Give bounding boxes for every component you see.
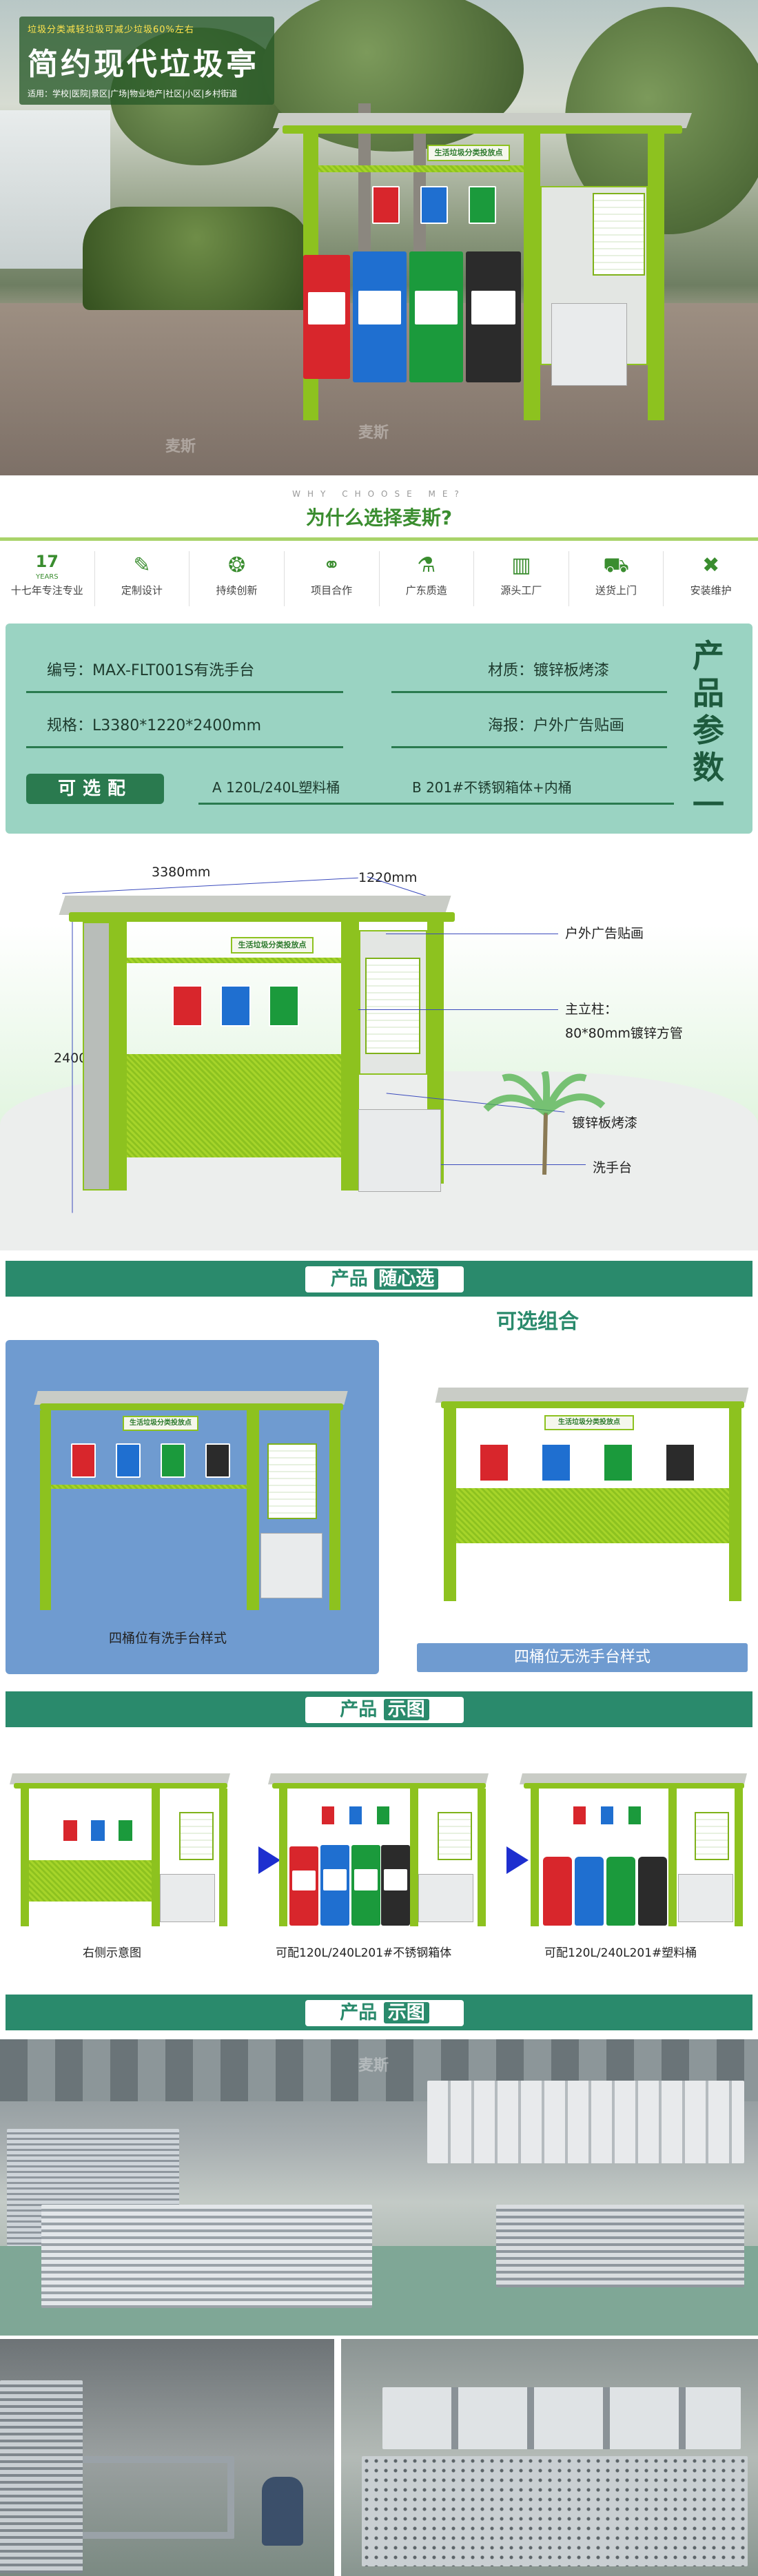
design-tools-icon: ✎ [133,553,151,577]
hero-kiosk-image: 生活垃圾分类投放点 [272,113,693,441]
section-header-photos: 产品 示图 [6,1995,752,2030]
hero-subtitle-top: 垃圾分类减轻垃圾可减少垃圾60%左右 [28,25,194,35]
wrench-icon: ✖ [702,553,720,577]
feature-design: ✎ 定制设计 [95,551,190,606]
feature-cooperation: ⚭ 项目合作 [285,551,380,606]
option-right-caption: 四桶位无洗手台样式 [417,1643,748,1672]
callout-material: 镀锌板烤漆 [572,1115,638,1131]
factory-photo-2 [0,2339,334,2576]
dim-length: 3380mm [152,865,211,880]
dimension-diagram: 3380mm 1220mm 2400mm 生活垃圾分类投放点 户外广告贴画 主立… [0,844,758,1250]
section-header-random: 产品 随心选 [6,1261,752,1297]
truck-icon: ⛟ [603,553,629,577]
feature-label: 送货上门 [595,584,637,597]
option-no-sink-image: 生活垃圾分类投放点 [435,1388,749,1601]
option-with-sink: 生活垃圾分类投放点 四桶位有洗手台样式 [6,1340,379,1674]
spec-material: 材质：镀锌板烤漆 [488,662,610,679]
showcase-kiosk-3 [520,1773,747,1929]
hedge [83,207,310,310]
section-header-showcase: 产品 示图 [6,1691,752,1727]
feature-label: 项目合作 [311,584,353,597]
hero-title-box: 垃圾分类减轻垃圾可减少垃圾60%左右 简约现代垃圾亭 适用：学校|医院|景区|广… [19,17,274,105]
option-left-caption: 四桶位有洗手台样式 [109,1631,227,1646]
feature-label: 广东质造 [405,584,447,597]
building-icon: ▥ [511,553,531,577]
hero-kiosk-sign: 生活垃圾分类投放点 [427,145,510,161]
feature-label: 定制设计 [121,584,163,597]
years-badge-icon: 17 YEARS [35,552,59,581]
why-divider-bar [0,537,758,541]
watermark: 麦斯 [358,2057,389,2074]
spec-vertical-title: 产 品 参 数 一 [693,637,724,823]
showcase-caption-3: 可配120L/240L201#塑料桶 [544,1946,697,1960]
spec-poster: 海报：户外广告贴画 [488,717,625,734]
hero-subtitle-bottom: 适用：学校|医院|景区|广场|物业地产|社区|小区|乡村街道 [28,89,238,99]
feature-label: 源头工厂 [500,584,542,597]
showcase-kiosk-1 [10,1773,230,1929]
callout-poster: 户外广告贴画 [565,926,644,941]
callout-pillar-spec: 80*80mm镀锌方管 [565,1026,683,1041]
factory-icon: ⚗ [417,553,436,577]
showcase-row: 右侧示意图 可配120L/240L201#不锈钢箱体 可配120L/240L20… [0,1740,758,1984]
option-b: B 201#不锈钢箱体+内桶 [412,779,572,796]
showcase-caption-1: 右侧示意图 [83,1946,141,1960]
feature-label: 持续创新 [216,584,258,597]
watermark: 麦斯 [358,424,389,442]
showcase-caption-2: 可配120L/240L201#不锈钢箱体 [276,1946,452,1960]
dimension-kiosk-image: 生活垃圾分类投放点 [59,896,455,1199]
feature-quality: ⚗ 广东质造 [380,551,475,606]
options-title: 可选组合 [496,1310,579,1334]
arrow-right-icon [506,1846,529,1874]
feature-innovation: ❂ 持续创新 [190,551,285,606]
feature-delivery: ⛟ 送货上门 [569,551,664,606]
feature-install: ✖ 安装维护 [664,551,758,606]
callout-sink: 洗手台 [593,1160,633,1175]
why-heading-cn: 为什么选择麦斯? [305,506,453,529]
feature-label: 十七年专注专业 [10,584,83,597]
showcase-kiosk-2 [268,1773,489,1929]
option-button[interactable]: 可选配 [26,774,164,804]
factory-photo-1: 麦斯 [0,2039,758,2336]
option-kiosk-image: 生活垃圾分类投放点 [34,1391,348,1616]
watermark: 麦斯 [165,438,196,455]
award-icon: ❂ [227,553,246,577]
why-heading-en: WHY CHOOSE ME? [292,489,466,499]
feature-years: 17 YEARS 十七年专注专业 [0,551,95,606]
option-a: A 120L/240L塑料桶 [212,779,340,796]
arrow-right-icon [258,1846,280,1874]
palm-decoration-icon [483,1071,606,1175]
spec-size: 规格：L3380*1220*2400mm [47,717,262,734]
why-feature-list: 17 YEARS 十七年专注专业 ✎ 定制设计 ❂ 持续创新 ⚭ 项目合作 ⚗ … [0,551,758,606]
tree-trunk [358,103,371,296]
feature-factory: ▥ 源头工厂 [474,551,569,606]
feature-label: 安装维护 [690,584,732,597]
spec-code: 编号：MAX-FLT001S有洗手台 [47,662,255,679]
dim-width: 1220mm [358,870,418,885]
factory-photo-3 [341,2339,758,2576]
callout-pillar: 主立柱： [565,1002,618,1017]
spec-panel: 编号：MAX-FLT001S有洗手台 材质：镀锌板烤漆 规格：L3380*122… [6,624,752,834]
why-choose-section: WHY CHOOSE ME? 为什么选择麦斯? 17 YEARS 十七年专注专业… [0,475,758,610]
hero-banner: 垃圾分类减轻垃圾可减少垃圾60%左右 简约现代垃圾亭 适用：学校|医院|景区|广… [0,0,758,475]
hero-title: 简约现代垃圾亭 [28,47,259,82]
handshake-icon: ⚭ [322,553,340,577]
